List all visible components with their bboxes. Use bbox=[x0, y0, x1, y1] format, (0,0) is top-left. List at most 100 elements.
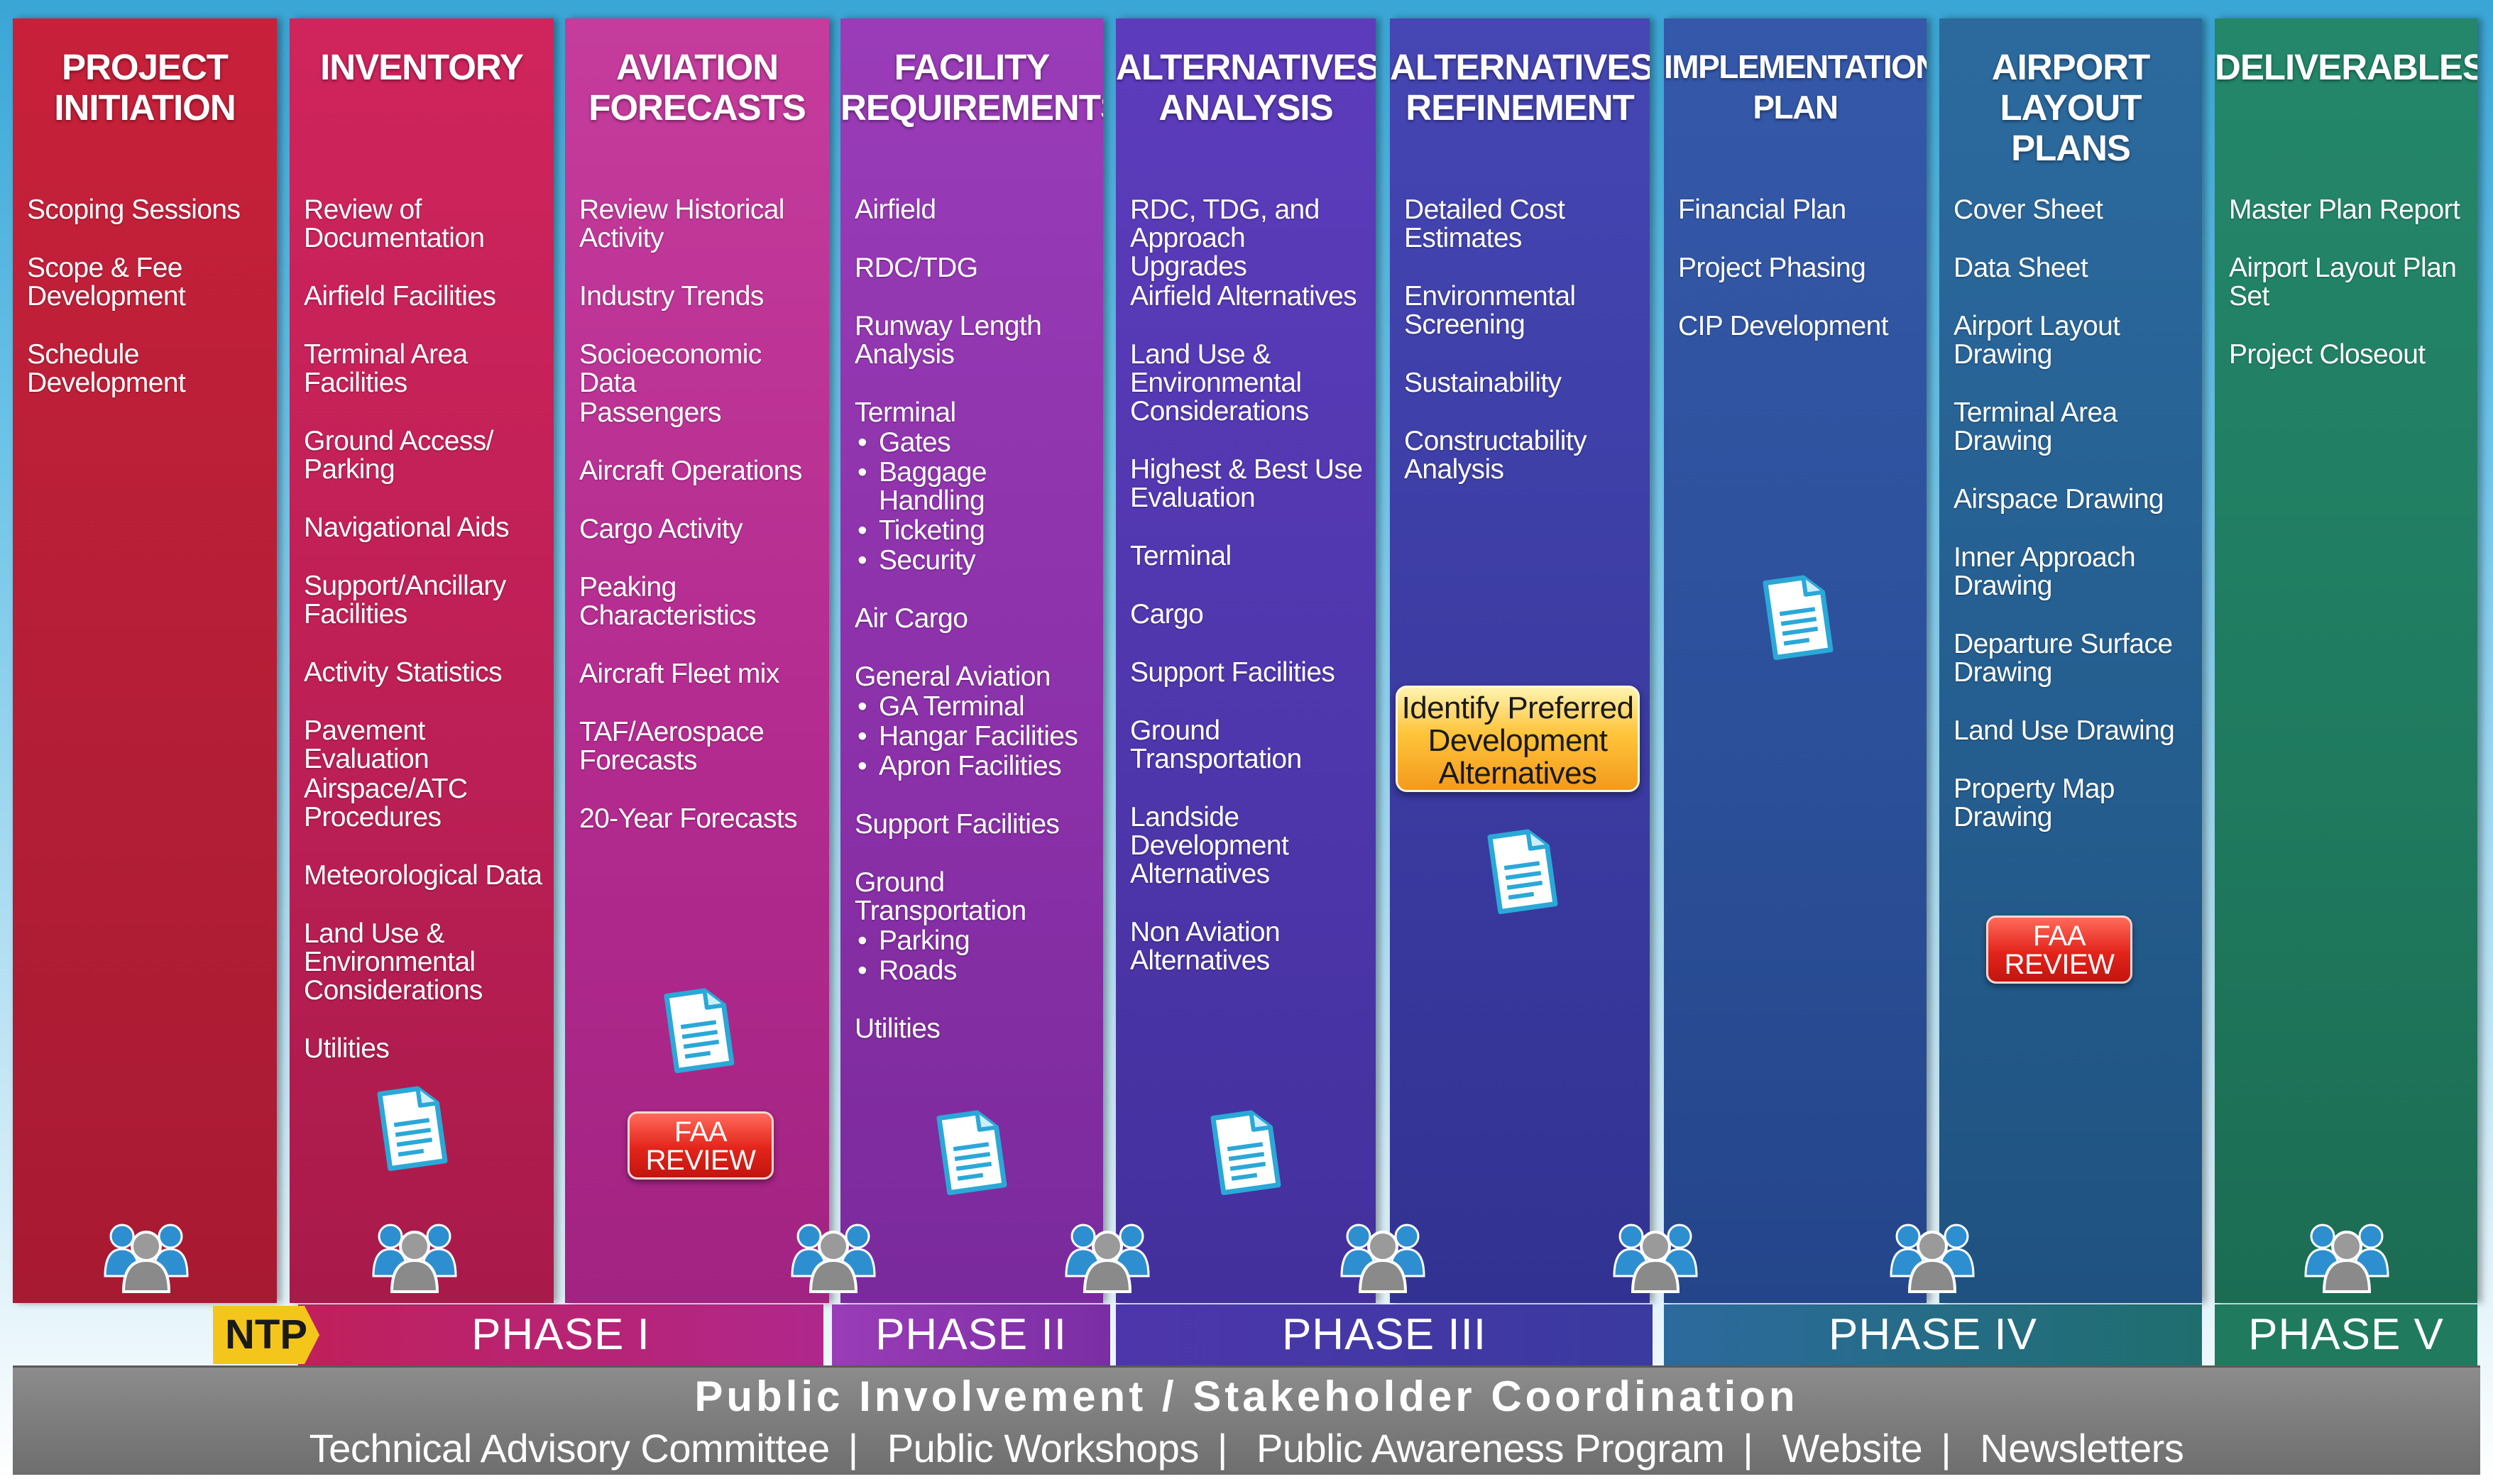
column-item: Aircraft Fleet mix bbox=[579, 659, 779, 689]
public-involvement-title: Public Involvement / Stakeholder Coordin… bbox=[694, 1373, 1799, 1420]
column-item: Landside Development Alternatives bbox=[1130, 802, 1289, 889]
column-item: Detailed Cost Estimates bbox=[1404, 194, 1565, 253]
column-item: General Aviation bbox=[855, 661, 1051, 692]
column-title: AIRPORT LAYOUT PLANS bbox=[1991, 47, 2151, 168]
column-item: Airspace/ATC Procedures bbox=[304, 774, 468, 832]
phase-iv-bar: PHASE IV bbox=[1664, 1304, 2202, 1365]
column-item: Constructability Analysis bbox=[1404, 426, 1587, 485]
column-sub-item: Roads bbox=[858, 957, 1093, 986]
column-item: Navigational Aids bbox=[304, 512, 510, 543]
phase-ii-bar: PHASE II bbox=[832, 1304, 1110, 1365]
pi-item: Public Workshops bbox=[887, 1426, 1200, 1471]
column-title: PROJECT INITIATION bbox=[54, 47, 236, 128]
column-aviation-forecasts: AVIATION FORECASTS Review Historical Act… bbox=[565, 18, 829, 1303]
column-item: Passengers bbox=[579, 397, 722, 428]
column-item: Support/Ancillary Facilities bbox=[304, 571, 506, 630]
column-title: AVIATION FORECASTS bbox=[588, 47, 806, 128]
column-item: Support Facilities bbox=[1130, 657, 1335, 688]
column-item: CIP Development bbox=[1678, 311, 1889, 341]
faa-review-badge: FAA REVIEW bbox=[628, 1111, 774, 1180]
column-item: Sustainability bbox=[1404, 368, 1562, 398]
column-sub-item: Baggage Handling bbox=[858, 458, 1093, 515]
column-item: Socioeconomic Data bbox=[579, 339, 762, 398]
column-item: Master Plan Report bbox=[2229, 194, 2460, 225]
column-item: Activity Statistics bbox=[304, 657, 503, 688]
pi-item: Public Awareness Program bbox=[1256, 1426, 1725, 1471]
column-item: Ground Transportation bbox=[1130, 715, 1302, 774]
column-item: Project Phasing bbox=[1678, 253, 1866, 283]
phase-i-bar: PHASE I bbox=[298, 1304, 823, 1365]
column-item: Scope & Fee Development bbox=[27, 253, 186, 312]
column-item: Environmental Screening bbox=[1404, 281, 1576, 340]
column-item: Property Map Drawing bbox=[1954, 774, 2115, 832]
column-item: Data Sheet bbox=[1954, 253, 2088, 283]
phase-label: PHASE I bbox=[471, 1310, 650, 1359]
column-item: Air Cargo bbox=[855, 603, 968, 634]
column-sub-item: Gates bbox=[858, 429, 1093, 458]
column-item: 20-Year Forecasts bbox=[579, 803, 798, 834]
column-sub-item: Parking bbox=[858, 927, 1093, 956]
column-item: Inner Approach Drawing bbox=[1954, 542, 2136, 601]
column-item: Airfield Facilities bbox=[304, 281, 496, 312]
public-involvement-items: Technical Advisory Committee| Public Wor… bbox=[309, 1426, 2184, 1471]
phase-iii-bar: PHASE III bbox=[1116, 1304, 1653, 1365]
column-item: Non Aviation Alternatives bbox=[1130, 917, 1281, 976]
pi-item: Website bbox=[1782, 1426, 1923, 1471]
column-item: RDC, TDG, and Approach Upgrades bbox=[1130, 194, 1320, 282]
column-sub-item: Hangar Facilities bbox=[858, 722, 1093, 752]
column-item: Cover Sheet bbox=[1954, 194, 2103, 225]
faa-review-badge: FAA REVIEW bbox=[1986, 916, 2132, 984]
column-item: Support Facilities bbox=[855, 809, 1060, 840]
column-item: Review Historical Activity bbox=[579, 194, 784, 253]
phase-label: PHASE V bbox=[2248, 1310, 2444, 1359]
column-item: Ground Transportation bbox=[855, 867, 1026, 926]
column-item: Cargo Activity bbox=[579, 514, 743, 544]
column-alternatives-refinement: ALTERNATIVES REFINEMENT Detailed Cost Es… bbox=[1390, 18, 1650, 1303]
pi-item: Newsletters bbox=[1980, 1426, 2184, 1471]
column-sub-item: Ticketing bbox=[858, 517, 1093, 546]
ntp-marker: NTP bbox=[213, 1306, 319, 1364]
column-item: Financial Plan bbox=[1678, 194, 1846, 225]
column-alternatives-analysis: ALTERNATIVES ANALYSIS RDC, TDG, and Appr… bbox=[1116, 18, 1376, 1303]
column-item: Peaking Characteristics bbox=[579, 572, 757, 631]
column-title: ALTERNATIVES REFINEMENT bbox=[1390, 47, 1650, 128]
column-title: IMPLEMENTATION PLAN bbox=[1664, 48, 1927, 126]
column-item: Airspace Drawing bbox=[1954, 484, 2164, 515]
column-item: TAF/Aerospace Forecasts bbox=[579, 717, 765, 776]
column-item: Land Use & Environmental Considerations bbox=[304, 918, 483, 1006]
column-item: Utilities bbox=[304, 1033, 390, 1064]
column-item: Project Closeout bbox=[2229, 339, 2426, 370]
column-item: Review of Documentation bbox=[304, 194, 485, 253]
pi-item: Technical Advisory Committee bbox=[309, 1426, 830, 1471]
column-item: Airfield Alternatives bbox=[1130, 281, 1357, 312]
column-item: Terminal Area Facilities bbox=[304, 339, 468, 398]
column-item: Terminal bbox=[1130, 541, 1232, 571]
column-item: Terminal bbox=[855, 397, 956, 428]
identify-preferred-alternatives-badge: Identify Preferred Development Alternati… bbox=[1396, 686, 1640, 792]
column-item: Airfield bbox=[855, 194, 936, 225]
column-item: Industry Trends bbox=[579, 281, 764, 312]
column-item: Cargo bbox=[1130, 599, 1204, 630]
phase-label: PHASE III bbox=[1281, 1310, 1487, 1359]
phase-v-bar: PHASE V bbox=[2215, 1304, 2477, 1365]
column-item: Land Use & Environmental Considerations bbox=[1130, 339, 1309, 427]
column-item: Schedule Development bbox=[27, 339, 186, 398]
column-item: Scoping Sessions bbox=[27, 194, 241, 225]
column-item: Highest & Best Use Evaluation bbox=[1130, 454, 1363, 513]
column-item: Meteorological Data bbox=[304, 860, 542, 891]
column-sub-item: GA Terminal bbox=[858, 693, 1093, 722]
column-sub-item: Security bbox=[858, 546, 1093, 576]
column-sub-item: Apron Facilities bbox=[858, 752, 1093, 781]
phase-label: PHASE II bbox=[875, 1310, 1067, 1359]
public-involvement-bar: Public Involvement / Stakeholder Coordin… bbox=[13, 1365, 2480, 1475]
column-item: Terminal Area Drawing bbox=[1954, 397, 2117, 456]
column-title: INVENTORY bbox=[320, 47, 524, 87]
column-title: DELIVERABLES bbox=[2215, 47, 2477, 87]
column-item: Airport Layout Drawing bbox=[1954, 311, 2120, 370]
